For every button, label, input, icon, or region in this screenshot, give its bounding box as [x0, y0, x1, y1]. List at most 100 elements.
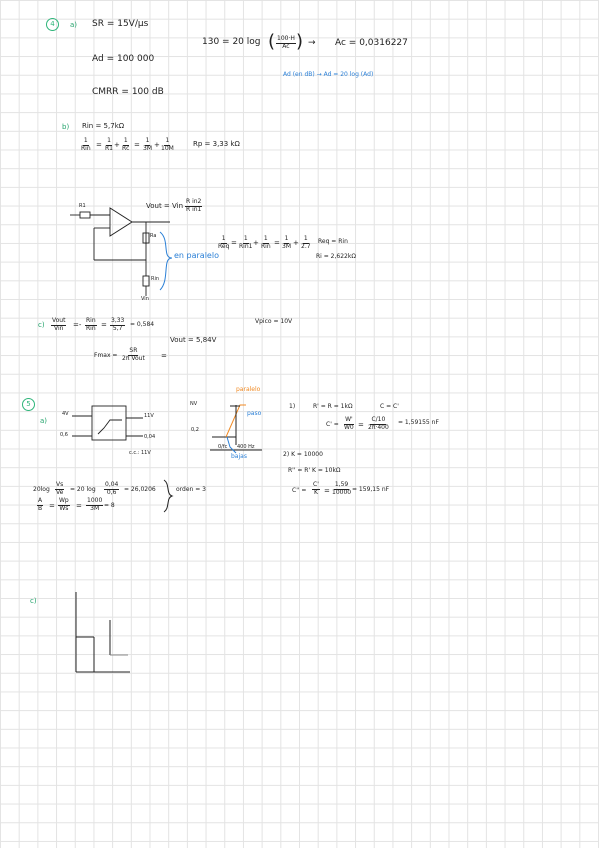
ad-text: Ad = 100 000 [92, 54, 155, 64]
c-eq-2: = [101, 321, 107, 329]
par-frac-1-num: 1 [220, 235, 227, 244]
b-eq-sign: = [96, 141, 102, 149]
ratio-frac1-den: B [38, 504, 43, 512]
fmax-frac-num: SR [128, 347, 139, 356]
filter-in-hi: 4V [62, 411, 69, 417]
rin-resistor [142, 275, 150, 287]
b-plus-1: + [114, 141, 120, 149]
exercise-5-circle: 5 [22, 398, 35, 411]
c-equals: C = C' [380, 403, 399, 410]
ratio-frac1-num: A [37, 497, 44, 506]
r-equals: R' = R = 1kΩ [313, 403, 353, 410]
vout-frac: R in2 R in1 [185, 198, 203, 213]
ratio-frac3-num: 1000 [86, 497, 104, 506]
part-a-label: a) [70, 21, 78, 29]
b-frac-1-den: Rin [81, 144, 91, 152]
b-frac-1-num: 1 [82, 137, 89, 146]
cprime-frac: W'W0 [343, 416, 355, 431]
log-frac1-den: Ve [56, 488, 64, 496]
rin-circuit-label: Rin [151, 276, 160, 282]
par-frac-3-den: Rin [261, 242, 271, 250]
fmax-eq: = [161, 352, 167, 360]
cprime-frac2-num: C/10 [370, 416, 387, 425]
vout-frac-num: R in2 [185, 198, 203, 207]
vout-label: Vout = Vin [146, 202, 184, 210]
c-frac2-num: Rin [85, 317, 97, 326]
c2-lhs: C'' = [292, 487, 307, 494]
log-frac1-num: Vs [55, 481, 65, 490]
arrow: → [308, 38, 316, 48]
paralelo-label: paralelo [236, 386, 261, 393]
par-plus-2: + [293, 239, 299, 247]
bajas-label: bajas [231, 453, 247, 460]
par-frac-2-num: 1 [242, 235, 249, 244]
cmrr-fraction: 100·H Ac [276, 35, 296, 50]
par-frac-3-num: 1 [262, 235, 269, 244]
b-frac-4-den: 3M [143, 144, 152, 152]
freq-label: 400 Hz [237, 444, 255, 450]
vout-frac-den: R in1 [186, 205, 202, 213]
cprime-lhs: C' = [326, 421, 339, 428]
ratio-result: = 8 [104, 502, 115, 509]
log-eq-mid: = 20 log [70, 486, 96, 493]
b-frac-2-den: R1 [105, 144, 113, 152]
part-b-label: b) [62, 123, 70, 131]
fc-label: 0/fc [218, 444, 228, 450]
c-frac-num: Vout [51, 317, 67, 326]
filter-box [91, 405, 127, 441]
filter-out-hi: 11V [144, 413, 154, 419]
c2-frac2-num: 1,59 [333, 481, 350, 490]
rk-text: R'' = R' K = 10kΩ [288, 467, 341, 474]
ac-result: Ac = 0,0316227 [335, 38, 408, 48]
par-plus-1: + [253, 239, 259, 247]
c-result: = 0,584 [130, 321, 155, 328]
en-paralelo-note: en paralelo [174, 251, 219, 260]
part-i-label: 1) [289, 403, 296, 410]
c-eq-neg: =- [73, 321, 82, 329]
fmax-frac-den: 2π Vout [122, 354, 145, 362]
paren-open: ( [268, 31, 276, 52]
c-frac3-den: 5,7 [112, 324, 123, 332]
gain-note: c.c.: 11V [129, 450, 151, 456]
ratio-eq-2: = [76, 502, 82, 510]
nv-label: NV [190, 401, 198, 407]
log-eq-lhs: 20log [33, 486, 50, 493]
filter-out-lo: 0,04 [144, 434, 156, 440]
paralelo-brace [159, 231, 173, 291]
b-frac-3-den: Rc [122, 144, 130, 152]
rp-value: Rp = 3,33 kΩ [193, 140, 240, 148]
b-frac-3-num: 1 [122, 137, 129, 146]
log-frac2-num: 0,04 [104, 481, 120, 490]
cmrr-text: CMRR = 100 dB [92, 87, 164, 97]
c2-frac: C'K [312, 481, 320, 496]
r1-resistor [79, 211, 91, 219]
filter-curve [97, 419, 122, 435]
exercise-number-circle: 4 [46, 18, 59, 31]
rin-value: Rin = 5,7kΩ [82, 122, 125, 130]
par-frac-4-num: 1 [283, 235, 290, 244]
ex5-part-c-label: c) [30, 597, 37, 605]
c-frac3-num: 3,33 [110, 317, 126, 326]
b-frac-2-num: 1 [106, 137, 112, 146]
b-plus-2: + [154, 141, 160, 149]
b-eq-sign-2: = [134, 141, 140, 149]
v02-label: 0,2 [191, 427, 199, 433]
paso-label: paso [247, 410, 262, 417]
req-equals-rin: Req = Rin [318, 238, 348, 245]
ra-label: Ra [150, 233, 157, 239]
cmrr-frac-den: Ac [282, 42, 290, 50]
